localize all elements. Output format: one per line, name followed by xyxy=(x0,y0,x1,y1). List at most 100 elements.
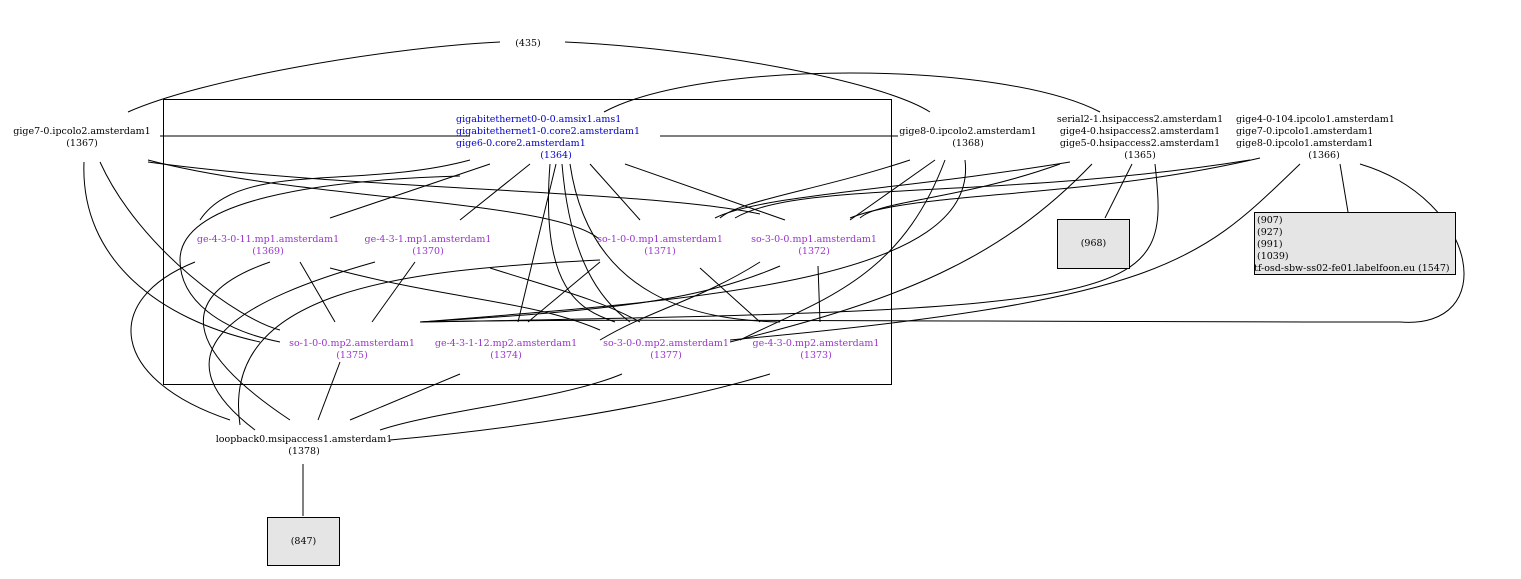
node-1378[interactable]: loopback0.msipaccess1.amsterdam1 (1378) xyxy=(204,434,404,458)
node-1373[interactable]: ge-4-3-0.mp2.amsterdam1 (1373) xyxy=(738,338,894,362)
node-1377-id: (1377) xyxy=(650,350,682,361)
node-1373-hostname: ge-4-3-0.mp2.amsterdam1 xyxy=(752,338,880,349)
node-1375-hostname: so-1-0-0.mp2.amsterdam1 xyxy=(289,338,415,349)
node-1370[interactable]: ge-4-3-1.mp1.amsterdam1 (1370) xyxy=(352,234,504,258)
node-1364-hostname-2: gigabitethernet1-0.core2.amsterdam1 xyxy=(456,126,640,137)
node-1364-hostname-1: gigabitethernet0-0-0.amsix1.ams1 xyxy=(456,114,622,125)
edge-1367-1378 xyxy=(99,161,281,331)
node-1372-hostname: so-3-0-0.mp1.amsterdam1 xyxy=(751,234,877,245)
node-1367[interactable]: gige7-0.ipcolo2.amsterdam1 (1367) xyxy=(2,126,162,150)
edge-1365-1373 xyxy=(729,163,1093,343)
edge-1369-1375 xyxy=(299,261,336,323)
node-1367-hostname: gige7-0.ipcolo2.amsterdam1 xyxy=(13,126,151,137)
edge-1367-loop xyxy=(83,161,261,343)
edge-1372-1373 xyxy=(817,265,821,323)
group-box-1547-item-4: (1039) xyxy=(1257,251,1289,262)
node-1369-id: (1369) xyxy=(252,246,284,257)
edge-1364-1375 xyxy=(179,175,461,343)
edge-1364-1374a xyxy=(517,163,557,323)
edge-1364-1372 xyxy=(624,163,786,221)
edge-1375-1378 xyxy=(317,361,341,421)
node-435[interactable]: (435) xyxy=(500,38,556,50)
node-1366-hostname-2: gige7-0.ipcolo1.amsterdam1 xyxy=(1236,126,1374,137)
edge-1370-1378 xyxy=(208,261,376,431)
edge-1364-1365 xyxy=(603,72,1101,113)
node-1373-id: (1373) xyxy=(800,350,832,361)
group-box-968[interactable]: (968) xyxy=(1057,219,1130,269)
edge-1364-1369b xyxy=(329,163,491,219)
edge-1367-1372 xyxy=(147,161,761,215)
edge-1365-1374 xyxy=(419,163,1159,323)
node-1368-hostname: gige8-0.ipcolo2.amsterdam1 xyxy=(899,126,1037,137)
group-box-1547-item-1: (907) xyxy=(1257,215,1283,226)
edge-435-1367 xyxy=(127,41,501,113)
edge-1374-1378 xyxy=(349,373,461,421)
edge-1366-1374 xyxy=(729,163,1301,341)
group-box-968-label: (968) xyxy=(1080,238,1107,249)
node-1378-id: (1378) xyxy=(288,446,320,457)
edge-1373-1378 xyxy=(389,373,771,441)
edge-1365-1371 xyxy=(714,161,1071,219)
edge-1365-968 xyxy=(1104,163,1133,219)
edge-1372-1377 xyxy=(599,261,761,341)
node-1367-id: (1367) xyxy=(66,138,98,149)
edge-1364-1369 xyxy=(199,159,471,221)
group-box-1547-item-3: (991) xyxy=(1257,239,1283,250)
node-1374-id: (1374) xyxy=(490,350,522,361)
edge-435-1368 xyxy=(564,41,931,113)
core-cluster-frame xyxy=(163,99,892,385)
node-1371-id: (1371) xyxy=(644,246,676,257)
node-1370-hostname: ge-4-3-1.mp1.amsterdam1 xyxy=(364,234,492,245)
node-1365-id: (1365) xyxy=(1124,150,1156,161)
edge-1364-1377 xyxy=(561,163,631,323)
node-1377-hostname: so-3-0-0.mp2.amsterdam1 xyxy=(603,338,729,349)
group-box-847[interactable]: (847) xyxy=(267,517,340,566)
edge-1366-1372 xyxy=(849,157,1261,219)
edge-1364-1377b xyxy=(548,163,616,323)
group-box-1547[interactable]: (907) (927) (991) (1039) tf-osd-sbw-ss02… xyxy=(1254,212,1456,275)
group-box-847-label: (847) xyxy=(290,535,317,547)
node-1364-hostname-3: gige6-0.core2.amsterdam1 xyxy=(456,138,586,149)
node-1374-hostname: ge-4-3-1-12.mp2.amsterdam1 xyxy=(434,338,578,349)
node-1374[interactable]: ge-4-3-1-12.mp2.amsterdam1 (1374) xyxy=(428,338,584,362)
node-1366-hostname-1: gige4-0-104.ipcolo1.amsterdam1 xyxy=(1236,114,1395,125)
edge-1366-1371 xyxy=(734,159,1251,219)
edge-1370-1375 xyxy=(371,261,416,323)
node-1372-id: (1372) xyxy=(798,246,830,257)
node-1368[interactable]: gige8-0.ipcolo2.amsterdam1 (1368) xyxy=(888,126,1048,150)
node-435-id: (435) xyxy=(515,38,541,49)
edge-1364-1371 xyxy=(589,163,641,221)
node-1365-hostname-2: gige4-0.hsipaccess2.amsterdam1 xyxy=(1059,126,1221,137)
node-1369[interactable]: ge-4-3-0-11.mp1.amsterdam1 (1369) xyxy=(188,234,348,258)
node-1372[interactable]: so-3-0-0.mp1.amsterdam1 (1372) xyxy=(738,234,890,258)
node-1378-hostname: loopback0.msipaccess1.amsterdam1 xyxy=(215,434,393,445)
edge-1364-1370 xyxy=(459,163,531,221)
node-1366-hostname-3: gige8-0.ipcolo1.amsterdam1 xyxy=(1236,138,1374,149)
node-1365[interactable]: serial2-1.hsipaccess2.amsterdam1 gige4-0… xyxy=(1052,114,1228,162)
edge-1372-1375 xyxy=(419,265,781,323)
node-1366[interactable]: gige4-0-104.ipcolo1.amsterdam1 gige7-0.i… xyxy=(1236,114,1412,162)
edge-1368-1372 xyxy=(849,159,936,221)
edge-1377-1372b xyxy=(489,267,641,323)
node-1375[interactable]: so-1-0-0.mp2.amsterdam1 (1375) xyxy=(276,338,428,362)
edge-1369-1378b xyxy=(202,261,291,421)
node-1375-id: (1375) xyxy=(336,350,368,361)
node-1377[interactable]: so-3-0-0.mp2.amsterdam1 (1377) xyxy=(590,338,742,362)
edge-1371-1373 xyxy=(699,267,761,323)
node-1369-hostname: ge-4-3-0-11.mp1.amsterdam1 xyxy=(196,234,340,245)
edge-1371-1378 xyxy=(238,259,601,426)
group-box-1547-item-5: tf-osd-sbw-ss02-fe01.labelfoon.eu (1547) xyxy=(1254,263,1450,274)
node-1365-hostname-3: gige5-0.hsipaccess2.amsterdam1 xyxy=(1059,138,1221,149)
node-1365-hostname-1: serial2-1.hsipaccess2.amsterdam1 xyxy=(1056,114,1224,125)
node-1371-hostname: so-1-0-0.mp1.amsterdam1 xyxy=(597,234,723,245)
node-1370-id: (1370) xyxy=(412,246,444,257)
node-1364-id: (1364) xyxy=(540,150,572,161)
edge-1366-1547 xyxy=(1339,163,1349,213)
group-box-1547-item-2: (927) xyxy=(1257,227,1283,238)
node-1364[interactable]: gigabitethernet0-0-0.amsix1.ams1 gigabit… xyxy=(456,114,656,162)
node-1371[interactable]: so-1-0-0.mp1.amsterdam1 (1371) xyxy=(584,234,736,258)
node-1366-id: (1366) xyxy=(1308,150,1340,161)
edge-1366-1375 xyxy=(419,163,1465,323)
